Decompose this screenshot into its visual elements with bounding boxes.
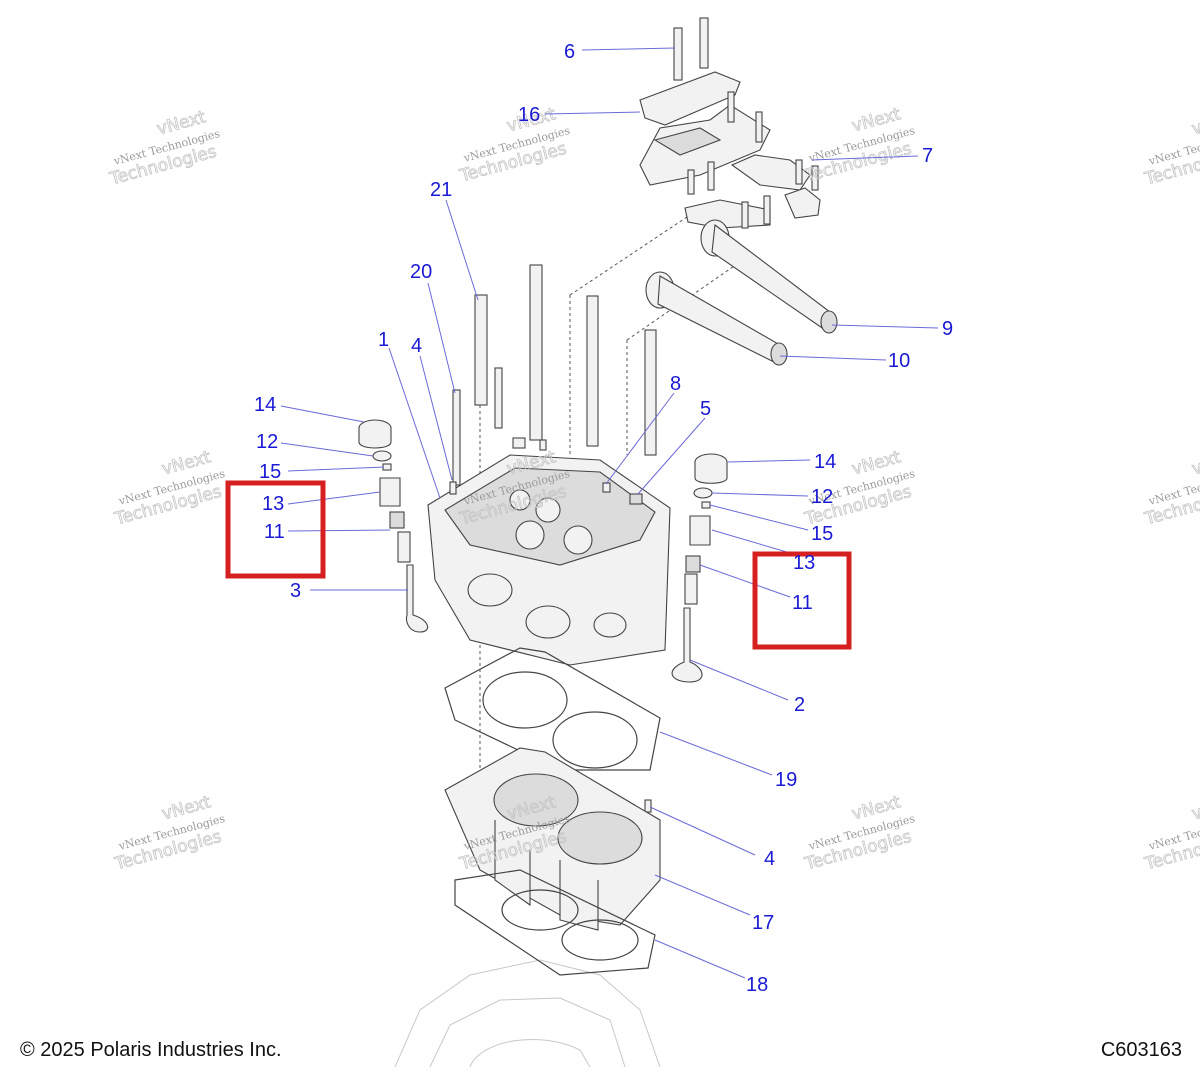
callout-11-left[interactable]: 11 [264, 521, 285, 543]
copyright-notice: © 2025 Polaris Industries Inc. [20, 1039, 282, 1061]
callout-18[interactable]: 18 [746, 974, 768, 996]
svg-text:vNext: vNext [1190, 447, 1200, 479]
callout-4[interactable]: 4 [411, 335, 422, 357]
callout-13-left[interactable]: 13 [262, 493, 284, 515]
figure-code: C603163 [1100, 1039, 1182, 1061]
cam-bridge-assembly [639, 71, 821, 229]
callout-5[interactable]: 5 [700, 398, 711, 420]
callout-3[interactable]: 3 [290, 580, 301, 602]
callout-10[interactable]: 10 [888, 350, 910, 372]
highlight-box-right [752, 551, 852, 650]
callout-12-left[interactable]: 12 [256, 431, 278, 453]
callout-19[interactable]: 19 [775, 769, 797, 791]
camshafts [645, 219, 838, 366]
callout-6[interactable]: 6 [564, 41, 575, 63]
callout-21[interactable]: 21 [430, 179, 452, 201]
svg-text:vNext: vNext [1190, 792, 1200, 824]
callout-14-left[interactable]: 14 [254, 394, 276, 416]
leader-lines [280, 47, 939, 979]
callout-15-right[interactable]: 15 [811, 523, 833, 545]
callout-7[interactable]: 7 [922, 145, 933, 167]
callout-17[interactable]: 17 [752, 912, 774, 934]
bolts-top [673, 17, 819, 229]
valve-train-right [671, 453, 728, 683]
ghost-crankcase [394, 959, 661, 1067]
callout-16[interactable]: 16 [518, 104, 540, 126]
head-gasket [444, 647, 661, 771]
head-bolts [452, 264, 657, 486]
callout-8[interactable]: 8 [670, 373, 681, 395]
svg-text:vNext: vNext [1190, 107, 1200, 139]
callout-4-lower[interactable]: 4 [764, 848, 775, 870]
callout-11-right[interactable]: 11 [792, 592, 813, 614]
callout-14-right[interactable]: 14 [814, 451, 836, 473]
cylinder-block [444, 747, 661, 931]
valve-train-left [358, 419, 429, 633]
callout-1[interactable]: 1 [378, 329, 389, 351]
highlight-box-left [225, 480, 326, 579]
callout-9[interactable]: 9 [942, 318, 953, 340]
base-gasket [454, 869, 656, 976]
watermarks: vNext Technologies Technologies vNext vN… [107, 104, 1200, 875]
callout-2[interactable]: 2 [794, 694, 805, 716]
callout-20[interactable]: 20 [410, 261, 432, 283]
callout-15-left[interactable]: 15 [259, 461, 281, 483]
callouts: 6 16 7 21 20 9 10 1 4 8 5 14 12 15 13 11… [254, 41, 953, 996]
callout-12-right[interactable]: 12 [811, 486, 833, 508]
callout-13-right[interactable]: 13 [793, 552, 815, 574]
